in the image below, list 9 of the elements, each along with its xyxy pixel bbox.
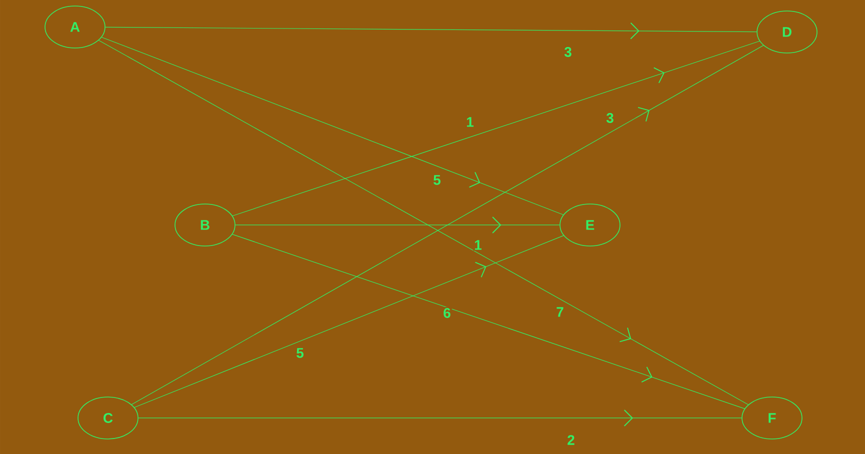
edge-label: 7 — [555, 306, 565, 318]
edge-label: 1 — [473, 239, 483, 251]
edge-label: 2 — [566, 434, 576, 446]
edge-label: 3 — [605, 112, 615, 124]
edge-label: 1 — [465, 116, 475, 128]
edge-label: 3 — [563, 46, 573, 58]
edge-label: 6 — [442, 307, 452, 319]
edge-label: 5 — [432, 174, 442, 186]
edge-label: 5 — [295, 347, 305, 359]
